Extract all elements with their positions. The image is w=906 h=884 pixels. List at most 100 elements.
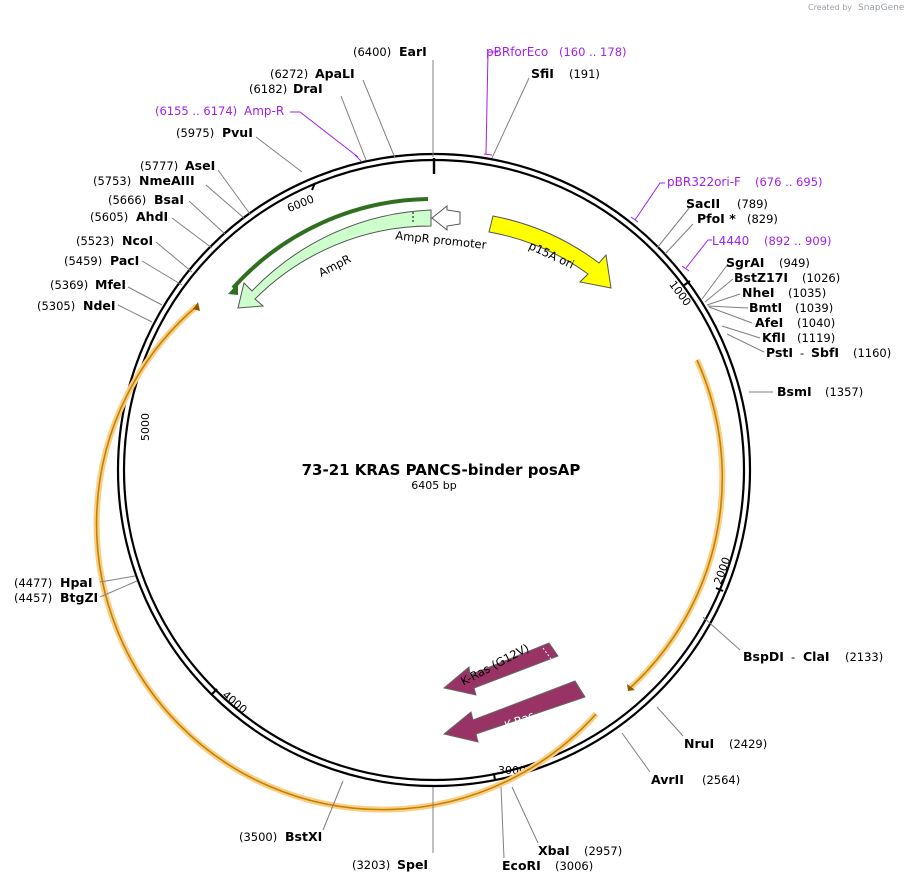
- credit-prefix: Created by: [808, 3, 852, 12]
- site-name-btgzi[interactable]: BtgZI: [60, 590, 98, 605]
- site-pos-sgrai: (949): [779, 256, 810, 270]
- site-pos-mfei: (5369): [50, 278, 88, 292]
- kras-g12v-feature[interactable]: [442, 642, 559, 696]
- orf-arc-right-line: [629, 359, 724, 689]
- site-name-sacii[interactable]: SacII: [686, 196, 720, 211]
- site-name-psti[interactable]: PstI: [766, 345, 793, 360]
- site-pos-afei: (1040): [797, 316, 835, 330]
- site-pos-ndei: (5305): [37, 299, 75, 313]
- site-name-xbai[interactable]: XbaI: [538, 843, 570, 858]
- site-pos-btgzi: (4457): [14, 591, 52, 605]
- site-name-ahdi[interactable]: AhdI: [136, 209, 168, 224]
- kras-feature[interactable]: [442, 680, 586, 743]
- plasmid-title: 73-21 KRAS PANCS-binder posAP: [302, 461, 581, 479]
- site-name-apali[interactable]: ApaLI: [315, 66, 355, 81]
- primer-name-ampr[interactable]: Amp-R: [244, 104, 284, 118]
- site-sep-bspdi-clai: -: [791, 650, 795, 664]
- primer-leader-lines: [290, 51, 712, 272]
- p15a-ori-feature[interactable]: [488, 215, 612, 289]
- site-pos-ahdi: (5605): [90, 210, 128, 224]
- site-name-bstxi[interactable]: BstXI: [285, 829, 322, 844]
- site-name-avrii[interactable]: AvrII: [651, 772, 684, 787]
- site-name-bstz17i[interactable]: BstZ17I: [734, 270, 788, 285]
- tick-5000: 5000: [139, 413, 152, 441]
- site-name-sfii[interactable]: SfiI: [531, 66, 554, 81]
- primer-range-pbr322ori-f: (676 .. 695): [755, 175, 823, 189]
- plasmid-length: 6405 bp: [411, 479, 456, 492]
- site-name-afei[interactable]: AfeI: [755, 315, 783, 330]
- site-pos-asei: (5777): [140, 159, 178, 173]
- ampr-cds-arrowhead: [228, 283, 238, 295]
- primer-name-pbrforeco[interactable]: pBRforEco: [486, 45, 548, 59]
- site-pos-bmti: (1039): [795, 301, 833, 315]
- site-pos-pvui: (5975): [176, 126, 214, 140]
- backbone-outer-strand: [116, 152, 752, 788]
- site-name-nhei[interactable]: NheI: [742, 285, 775, 300]
- svg-text:5000: 5000: [139, 413, 152, 441]
- site-pos-avrii: (2564): [702, 773, 740, 787]
- site-pos-sacii: (789): [737, 197, 768, 211]
- site-pos-hpai: (4477): [14, 576, 52, 590]
- svg-text:4000: 4000: [220, 688, 250, 716]
- site-name-bsmi[interactable]: BsmI: [777, 384, 812, 399]
- primer-range-l4440: (892 .. 909): [764, 234, 832, 248]
- site-name-ncoi[interactable]: NcoI: [122, 233, 153, 248]
- site-pos-ecori: (3006): [555, 859, 593, 873]
- site-name-ecori[interactable]: EcoRI: [502, 858, 541, 873]
- ampr-promoter-feature[interactable]: [431, 204, 461, 232]
- site-pos-pfoi: (829): [747, 212, 778, 226]
- site-pos-bstz17i: (1026): [802, 271, 840, 285]
- site-pos-nhei: (1035): [788, 286, 826, 300]
- site-pos-bstxi: (3500): [239, 830, 277, 844]
- ampr-promoter-label: AmpR promoter: [395, 228, 488, 252]
- site-pos-kfli: (1119): [797, 331, 835, 345]
- site-pos-paci: (5459): [64, 254, 102, 268]
- site-name-drai[interactable]: DraI: [293, 81, 323, 96]
- site-name-eari[interactable]: EarI: [399, 44, 427, 59]
- site-name-pfoi[interactable]: PfoI *: [697, 211, 736, 226]
- orf-arc-left-line: [95, 305, 597, 811]
- site-name-bmti[interactable]: BmtI: [749, 300, 782, 315]
- site-name-bspdi[interactable]: BspDI: [743, 649, 784, 664]
- site-pos-bspdi-clai: (2133): [845, 650, 883, 664]
- tick-2000: 2000: [711, 555, 733, 592]
- site-name-nrui[interactable]: NruI: [684, 736, 714, 751]
- site-pos-sfii: (191): [569, 67, 600, 81]
- site-name-ndei[interactable]: NdeI: [83, 298, 116, 313]
- snapgene-logo: SnapGene: [858, 3, 905, 13]
- site-pos-ncoi: (5523): [76, 234, 114, 248]
- site-name-bsai[interactable]: BsaI: [154, 192, 184, 207]
- primer-range-pbrforeco: (160 .. 178): [559, 45, 627, 59]
- ampr-label: AmpR: [316, 252, 353, 280]
- site-pos-xbai: (2957): [584, 844, 622, 858]
- site-name-mfei[interactable]: MfeI: [95, 277, 126, 292]
- site-name-sbfi[interactable]: SbfI: [811, 345, 839, 360]
- site-name-asei[interactable]: AseI: [185, 158, 215, 173]
- site-name-kfli[interactable]: KflI: [762, 330, 786, 345]
- site-pos-apali: (6272): [270, 67, 308, 81]
- site-pos-bsmi: (1357): [825, 385, 863, 399]
- site-pos-nmeaiii: (5753): [93, 174, 131, 188]
- leader-lines: [99, 60, 773, 859]
- orf-arc-left-arrowhead: [193, 302, 200, 311]
- orf-arc-left: [93, 303, 599, 813]
- site-pos-drai: (6182): [249, 82, 287, 96]
- site-name-nmeaiii[interactable]: NmeAIII: [139, 173, 195, 188]
- orf-arc-right: [627, 358, 726, 691]
- site-name-hpai[interactable]: HpaI: [60, 575, 93, 590]
- primer-name-pbr322ori-f[interactable]: pBR322ori-F: [667, 175, 741, 189]
- ampr-cds-line: [231, 197, 429, 290]
- site-name-pvui[interactable]: PvuI: [222, 125, 253, 140]
- site-name-sgrai[interactable]: SgrAI: [726, 255, 764, 270]
- site-name-clai[interactable]: ClaI: [803, 649, 830, 664]
- primer-range-ampr: (6155 .. 6174): [155, 104, 237, 118]
- primer-name-l4440[interactable]: L4440: [712, 234, 749, 248]
- site-pos-nrui: (2429): [729, 737, 767, 751]
- site-name-spei[interactable]: SpeI: [397, 857, 428, 872]
- site-pos-bsai: (5666): [108, 193, 146, 207]
- ampr-feature[interactable]: [237, 209, 432, 309]
- site-name-paci[interactable]: PacI: [110, 253, 139, 268]
- site-pos-psti-sbfi: (1160): [853, 346, 891, 360]
- site-sep-psti-sbfi: -: [800, 346, 804, 360]
